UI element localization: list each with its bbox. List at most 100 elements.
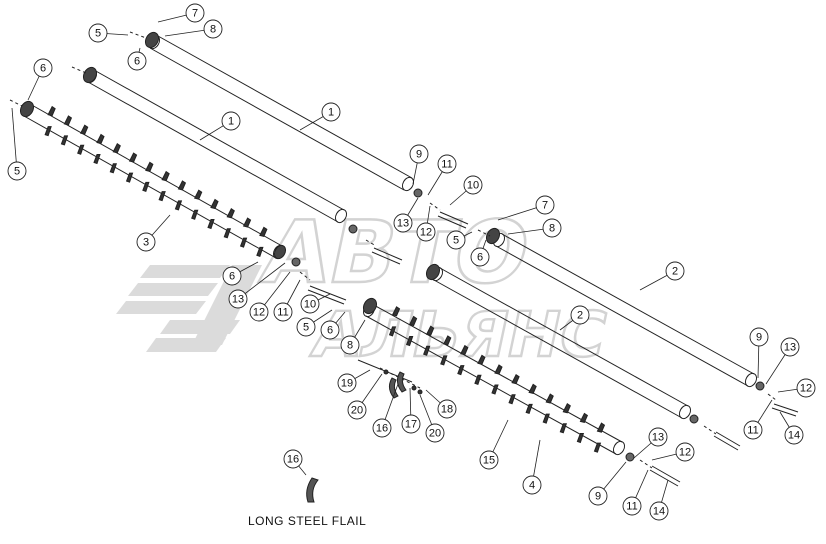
flail-hardware-group xyxy=(357,359,423,399)
flail-tooth xyxy=(545,393,554,404)
callout-number: 16 xyxy=(287,454,299,466)
callout-bubble: 13 xyxy=(228,289,248,309)
callout-circle xyxy=(321,102,341,122)
callout-bubble: 6 xyxy=(127,51,147,71)
callout-bubble: 8 xyxy=(542,218,562,238)
callout-circle xyxy=(347,400,367,420)
callout-number: 18 xyxy=(441,404,453,416)
callout-number: 16 xyxy=(376,423,388,435)
callout-circle xyxy=(796,378,816,398)
flail-tooth xyxy=(491,384,499,395)
callout-number: 5 xyxy=(14,166,20,178)
roller-2-upper xyxy=(492,232,758,388)
flail-tooth xyxy=(596,422,606,433)
callout-number: 17 xyxy=(405,419,417,431)
callout-number: 14 xyxy=(653,506,665,518)
callout-bubble: 13 xyxy=(648,427,668,447)
callout-circle xyxy=(33,58,53,78)
callout-circle xyxy=(300,294,320,314)
flail-tooth xyxy=(477,354,486,365)
callout-bubble: 6 xyxy=(320,320,340,340)
callout-bubble: 7 xyxy=(535,195,555,215)
callout-circle xyxy=(337,373,357,393)
callout-circle xyxy=(372,418,392,438)
callout-bubble: 11 xyxy=(622,496,642,516)
callout-circle xyxy=(203,19,223,39)
callout-number: 6 xyxy=(327,325,333,337)
callout-circle xyxy=(88,23,108,43)
callout-number: 5 xyxy=(303,322,309,334)
callout-bubble: 13 xyxy=(780,337,800,357)
flail-tooth xyxy=(494,364,503,375)
flail-tooth xyxy=(593,442,602,453)
flail-tooth xyxy=(542,413,550,424)
watermark-logo: АВТО АЛЬЯНС xyxy=(116,201,615,372)
flail-tooth xyxy=(125,172,134,183)
callout-circle xyxy=(588,486,608,506)
flail-tooth xyxy=(193,189,203,200)
callout-circle xyxy=(409,144,429,164)
bearing-hubs xyxy=(19,31,501,315)
callout-circle xyxy=(780,337,800,357)
callout-circle xyxy=(185,3,205,23)
flail-tooth xyxy=(158,191,166,202)
callout-bubble: 8 xyxy=(203,19,223,39)
callout-bubble: 9 xyxy=(588,486,608,506)
callout-circle xyxy=(249,302,269,322)
callout-number: 9 xyxy=(756,332,762,344)
flail-tooth xyxy=(223,228,231,239)
callout-bubble: 13 xyxy=(393,213,413,233)
callout-number: 11 xyxy=(441,159,452,171)
flail-tooth xyxy=(388,326,397,337)
callout-circle xyxy=(127,51,147,71)
callout-circle xyxy=(648,427,668,447)
callout-bubble: 11 xyxy=(437,154,457,174)
roller-2-lower xyxy=(430,266,692,420)
callout-bubble: 19 xyxy=(337,373,357,393)
callout-number: 6 xyxy=(477,252,483,264)
flail-tooth xyxy=(405,336,414,347)
flail-tooth xyxy=(391,306,401,317)
callout-circle xyxy=(222,266,242,286)
callout-circle xyxy=(296,317,316,337)
flail-tooth xyxy=(443,335,452,346)
callouts: 1122345555666667788899910101111111112121… xyxy=(7,3,816,521)
callout-circle xyxy=(622,496,642,516)
callout-number: 19 xyxy=(341,378,353,390)
callout-number: 14 xyxy=(788,430,800,442)
flail-tooth xyxy=(142,181,150,192)
callout-number: 9 xyxy=(416,149,422,161)
flail-tooth xyxy=(128,152,138,163)
flail-caption: LONG STEEL FLAIL xyxy=(248,514,366,528)
flail-tooth xyxy=(440,355,448,366)
callout-bubble: 4 xyxy=(522,475,542,495)
callout-bubble: 12 xyxy=(796,378,816,398)
callout-number: 5 xyxy=(453,235,459,247)
flail-tooth xyxy=(242,217,252,228)
callout-bubble: 18 xyxy=(437,399,457,419)
callout-bubble: 8 xyxy=(340,335,360,355)
flail-tooth xyxy=(112,143,121,154)
callout-bubble: 5 xyxy=(88,23,108,43)
callout-circle xyxy=(463,175,483,195)
flail-tooth xyxy=(559,423,568,434)
callout-bubble: 5 xyxy=(7,161,27,181)
callout-circle xyxy=(437,154,457,174)
callout-number: 6 xyxy=(134,56,140,68)
callout-number: 12 xyxy=(679,447,691,459)
callout-circle xyxy=(283,449,303,469)
flail-tooth xyxy=(177,180,187,191)
callout-number: 5 xyxy=(95,28,101,40)
flail-tooth xyxy=(460,344,469,356)
callout-number: 7 xyxy=(542,200,548,212)
watermark-line2: АЛЬЯНС xyxy=(306,299,613,371)
callout-circle xyxy=(570,305,590,325)
callout-bubble: 9 xyxy=(409,144,429,164)
callout-leader-line xyxy=(11,107,18,172)
flail-tooth xyxy=(145,161,154,172)
callout-circle xyxy=(522,475,542,495)
flail-tooth xyxy=(511,373,520,385)
callout-bubble: 7 xyxy=(185,3,205,23)
